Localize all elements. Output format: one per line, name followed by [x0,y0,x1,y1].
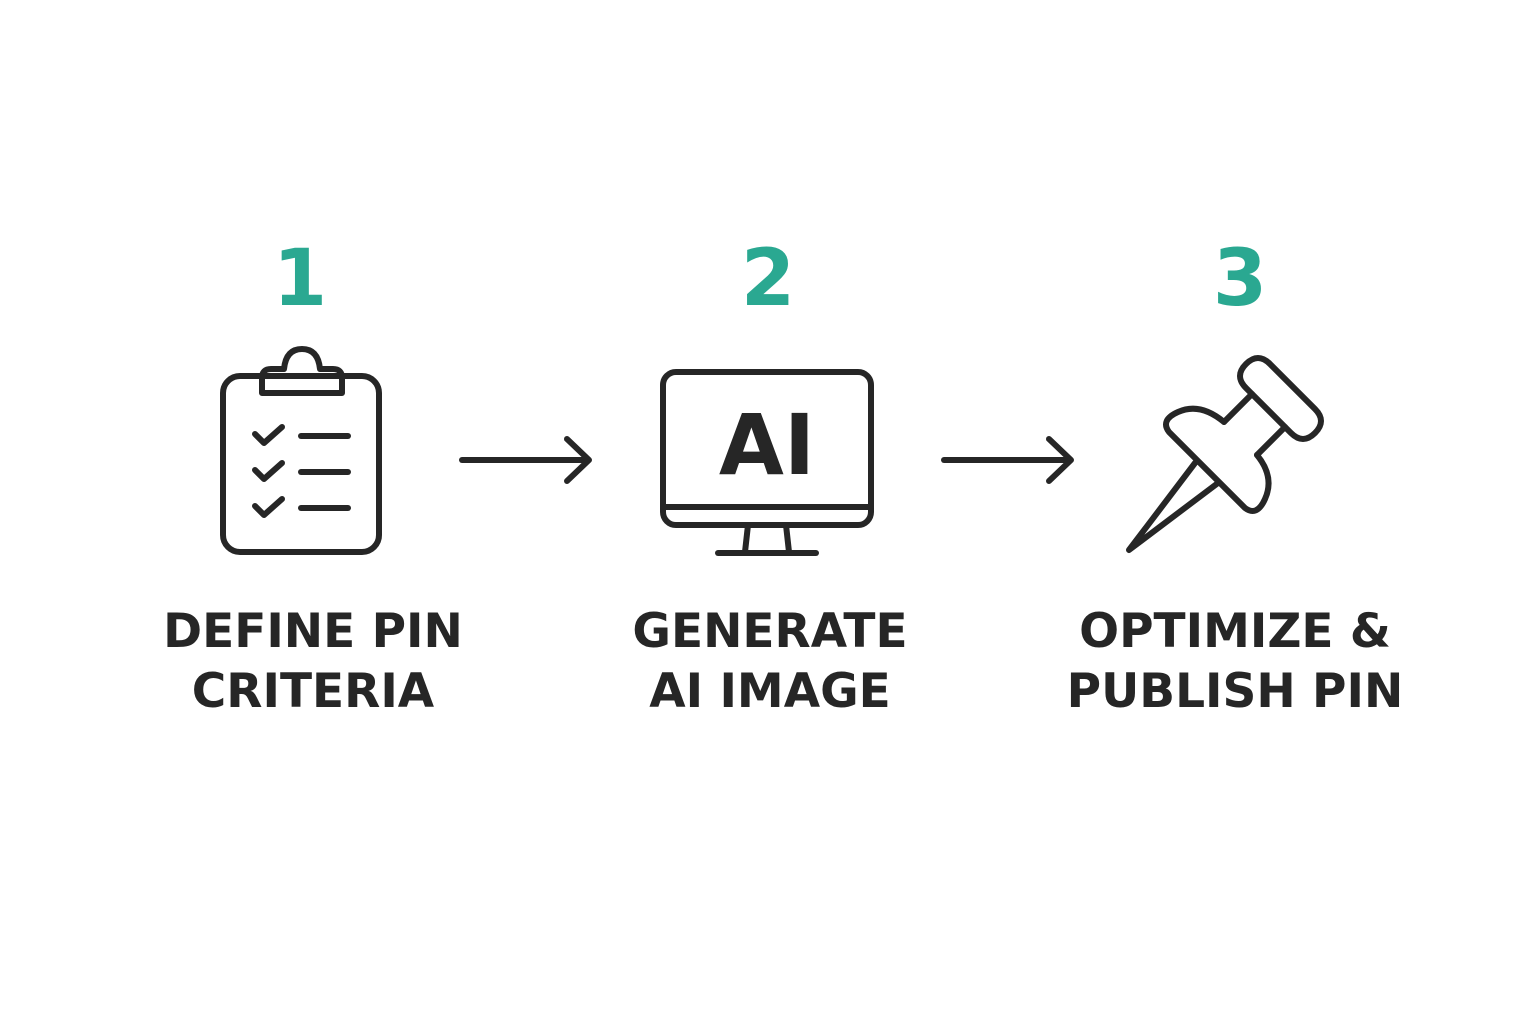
step-1-label-line-1: DEFINE PIN [163,604,463,659]
push-pin-icon [1126,355,1324,553]
step-3-number: 3 [1212,234,1268,324]
step-3-label: OPTIMIZE & PUBLISH PIN [1045,602,1425,722]
clipboard-checklist-icon [220,346,382,555]
ai-monitor-icon: AI [660,369,874,556]
step-3-label-line-1: OPTIMIZE & [1079,604,1391,659]
step-1-label-line-2: CRITERIA [191,664,435,719]
arrow-right-icon [941,436,1074,484]
step-1-number: 1 [272,234,328,324]
arrow-right-icon [459,436,592,484]
step-2-label-line-2: AI IMAGE [649,664,891,719]
step-2-number: 2 [740,234,796,324]
step-3-label-line-2: PUBLISH PIN [1066,664,1404,719]
monitor-ai-text: AI [719,396,815,494]
step-2-label-line-1: GENERATE [632,604,908,659]
step-1-label: DEFINE PIN CRITERIA [123,602,503,722]
step-2-label: GENERATE AI IMAGE [580,602,960,722]
